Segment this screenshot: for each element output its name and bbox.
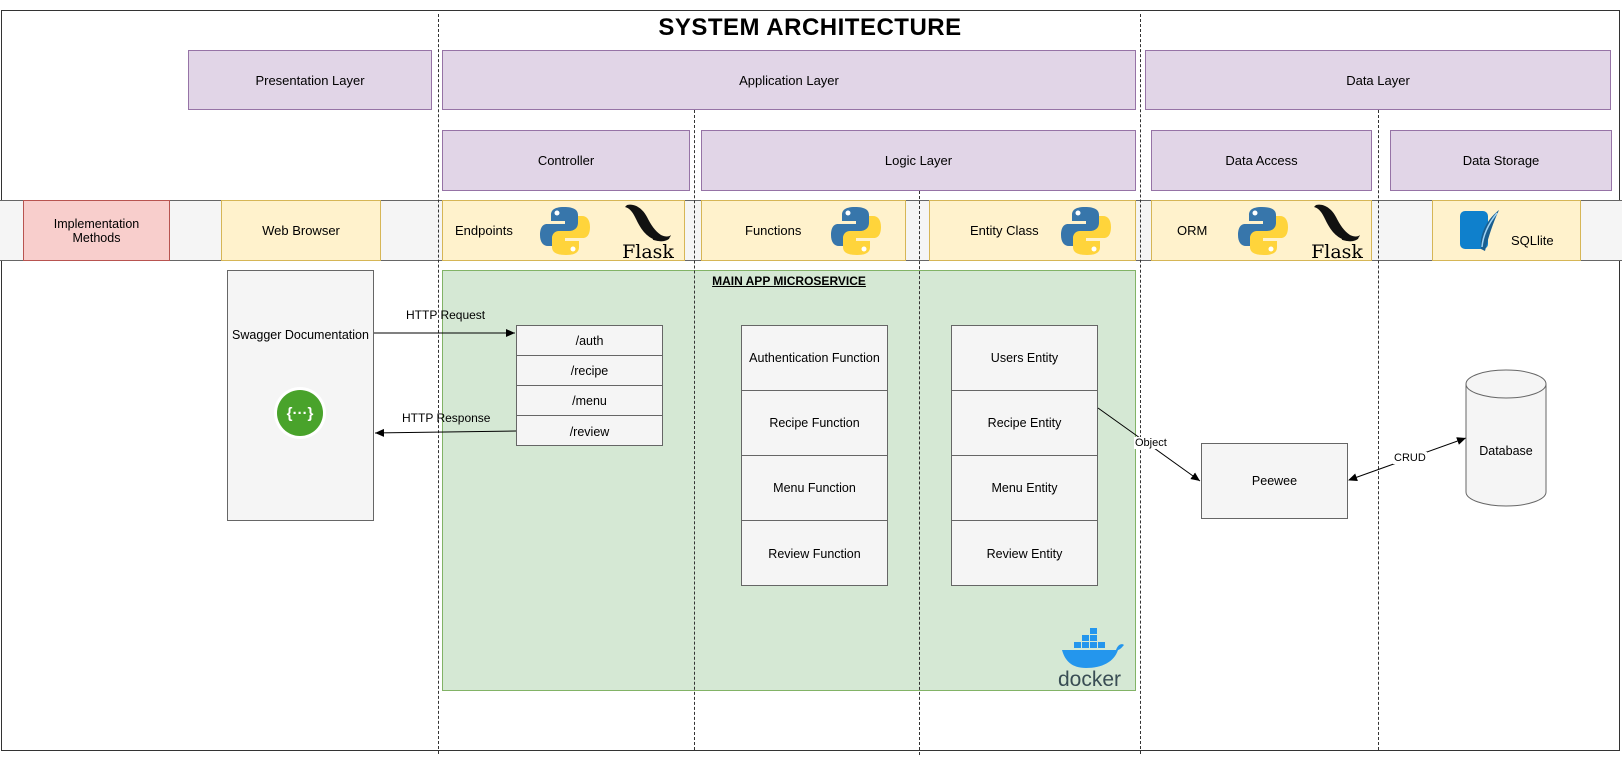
python-icon [539,205,591,260]
docker-icon [1058,628,1128,675]
application-layer: Application Layer [442,50,1136,110]
layer-divider [919,191,920,755]
swagger-icon-glyph: {···} [277,390,323,436]
peewee-box: Peewee [1201,443,1348,519]
python-icon [830,205,882,260]
flask-icon: Flask [1302,201,1372,263]
logic-layer: Logic Layer [701,130,1136,191]
entity-class-label: Entity Class [970,223,1039,238]
endpoints-table: /auth /recipe /menu /review [516,325,663,446]
layer-divider [1140,14,1141,754]
presentation-layer: Presentation Layer [188,50,432,110]
sqlite-icon [1459,209,1501,256]
orm-label: ORM [1177,223,1208,238]
users-entity: Users Entity [952,326,1097,391]
flask-icon: Flask [613,201,683,263]
review-function: Review Function [768,547,861,561]
http-response-arrow [374,428,517,437]
data-layer-label: Data Layer [1346,72,1410,88]
menu-entity: Menu Entity [952,456,1097,521]
endpoints-label: Endpoints [455,223,513,238]
controller-layer: Controller [442,130,690,191]
presentation-layer-label: Presentation Layer [255,72,365,88]
entity-class-cell: Entity Class [929,200,1136,261]
endpoint-review: /review [569,424,610,439]
endpoint-menu: /menu [517,386,662,416]
application-layer-label: Application Layer [739,72,839,88]
peewee-label: Peewee [1251,474,1298,488]
layer-divider [694,110,695,750]
endpoint-auth: /auth [517,326,662,356]
endpoints-cell: Endpoints Flask [442,200,685,263]
controller-label: Controller [537,153,595,168]
sqlite-label: SQLlite [1511,233,1554,248]
swagger-documentation: Swagger Documentation {···} [227,270,374,521]
docker-logo: docker [1058,628,1128,691]
functions-table: Authentication Function Recipe Function … [741,325,888,586]
database-label: Database [1479,444,1533,458]
data-storage-label: Data Storage [1462,153,1540,168]
microservice-title: MAIN APP MICROSERVICE [712,274,866,288]
crud-label: CRUD [1393,452,1427,464]
database-cylinder [1465,369,1547,507]
endpoint-recipe: /recipe [517,356,662,386]
python-icon [1060,205,1112,260]
swagger-icon: {···} [274,387,326,439]
recipe-function: Recipe Function [742,391,887,456]
data-access-label: Data Access [1225,153,1298,168]
python-icon [1237,205,1289,260]
web-browser-label: Web Browser [262,223,340,238]
page-title: SYSTEM ARCHITECTURE [658,14,962,41]
sqlite-cell: SQLlite [1432,200,1581,261]
review-entity: Review Entity [986,547,1063,561]
functions-cell: Functions [701,200,906,261]
layer-divider [1378,110,1379,750]
flask-label: Flask [1311,241,1363,263]
data-access-layer: Data Access [1151,130,1372,191]
authentication-function: Authentication Function [742,326,887,391]
flask-label: Flask [622,241,674,263]
data-storage-layer: Data Storage [1390,130,1612,191]
diagram-frame [1,10,1620,751]
layer-divider [438,14,439,754]
implementation-methods: Implementation Methods [23,200,170,261]
functions-label: Functions [745,223,802,238]
docker-label: docker [1058,668,1122,691]
http-response-label: HTTP Response [402,411,491,425]
web-browser-cell: Web Browser [221,200,381,261]
orm-cell: ORM Flask [1151,200,1372,263]
data-layer: Data Layer [1145,50,1611,110]
recipe-entity: Recipe Entity [952,391,1097,456]
implementation-methods-label: Implementation Methods [53,216,140,245]
object-label: Object [1134,437,1168,449]
menu-function: Menu Function [742,456,887,521]
logic-layer-label: Logic Layer [884,153,953,168]
entities-table: Users Entity Recipe Entity Menu Entity R… [951,325,1098,586]
http-request-label: HTTP Request [406,308,486,322]
swagger-label: Swagger Documentation [232,328,369,342]
